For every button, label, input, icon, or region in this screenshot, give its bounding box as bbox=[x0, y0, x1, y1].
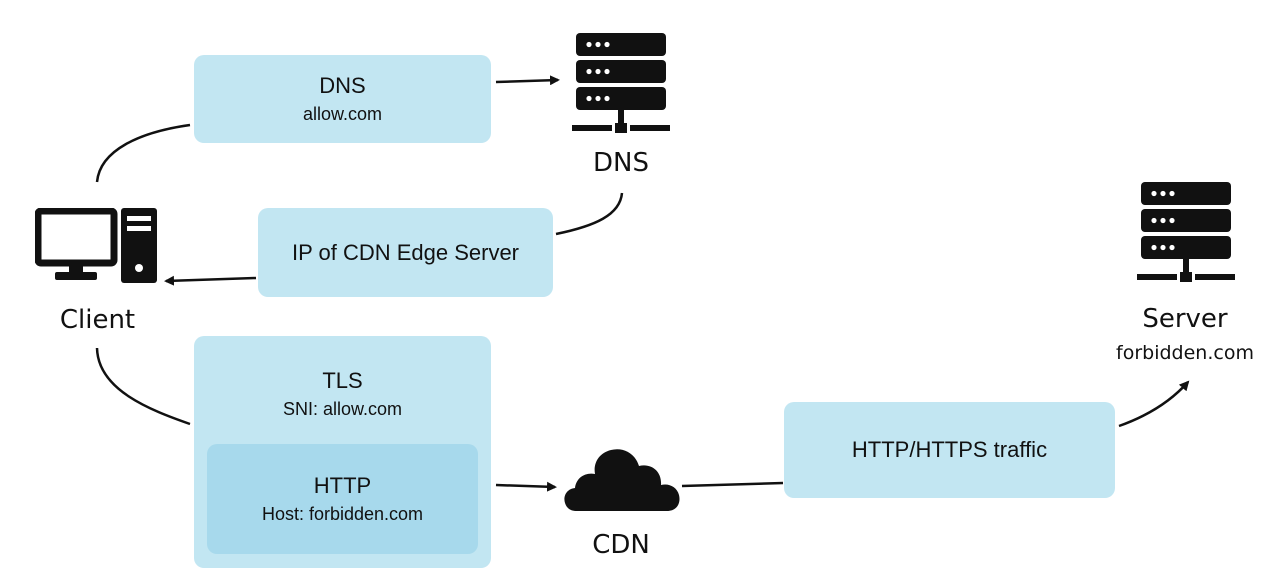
http-title: HTTP bbox=[313, 473, 372, 498]
dns-response-box: IP of CDN Edge Server bbox=[258, 208, 553, 297]
cloud-icon bbox=[564, 449, 680, 511]
connector-client-to-tls bbox=[95, 347, 191, 426]
connector-cdn-to-traffic bbox=[681, 481, 784, 488]
http-host: Host: forbidden.com bbox=[261, 504, 424, 524]
dns-query-box: DNS allow.com bbox=[194, 55, 491, 143]
connector-dns-server-to-response bbox=[555, 192, 624, 236]
tls-sni: SNI: allow.com bbox=[282, 399, 403, 419]
arrow-traffic-to-server bbox=[1118, 380, 1190, 428]
server-label: Server bbox=[1142, 304, 1228, 334]
arrow-dns-query-to-dns-server bbox=[495, 75, 560, 86]
tls-title: TLS bbox=[322, 368, 363, 393]
connector-client-to-dns-query bbox=[95, 123, 191, 183]
traffic-box: HTTP/HTTPS traffic bbox=[784, 402, 1115, 498]
tls-box: TLS SNI: allow.com HTTP Host: forbidden.… bbox=[194, 336, 491, 568]
cdn-label: CDN bbox=[592, 530, 650, 560]
traffic-title: HTTP/HTTPS traffic bbox=[851, 437, 1048, 462]
dns-server-label: DNS bbox=[593, 148, 649, 178]
server-rack-icon bbox=[572, 33, 670, 133]
client-label: Client bbox=[59, 305, 136, 335]
dns-query-domain: allow.com bbox=[302, 104, 383, 124]
dns-response-title: IP of CDN Edge Server bbox=[291, 239, 520, 265]
server-domain: forbidden.com bbox=[1116, 342, 1254, 364]
dns-query-title: DNS bbox=[319, 73, 366, 98]
arrow-tls-to-cdn bbox=[495, 481, 557, 492]
arrow-response-to-client bbox=[164, 275, 257, 286]
server-rack-icon bbox=[1137, 182, 1235, 282]
desktop-computer-icon bbox=[35, 208, 157, 283]
http-box: HTTP Host: forbidden.com bbox=[207, 444, 478, 554]
